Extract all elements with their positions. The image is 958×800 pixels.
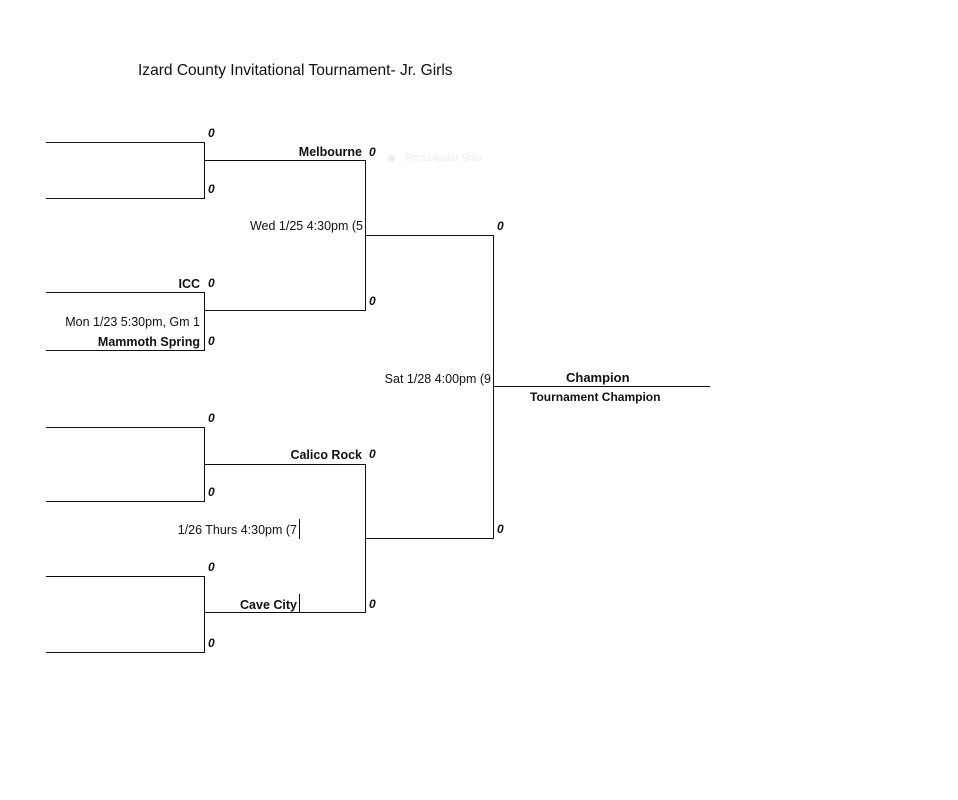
- snip-overlay: Rectangular Snip: [380, 149, 555, 169]
- bracket-line: [204, 427, 205, 502]
- r1-game-d-top-score: 0: [208, 560, 215, 574]
- bracket-line: [205, 464, 366, 465]
- bracket-line: [46, 501, 205, 502]
- r1-game-b-bottom-score: 0: [208, 334, 215, 348]
- bracket-line: [366, 235, 494, 236]
- bracket-line: [204, 142, 205, 199]
- team-calico-rock: Calico Rock: [290, 448, 362, 462]
- r1-game-a-top-score: 0: [208, 126, 215, 140]
- final-bottom-score: 0: [497, 522, 504, 536]
- r2-mid-score: 0: [369, 294, 376, 308]
- bracket-line: [299, 594, 300, 612]
- page-title: Izard County Invitational Tournament- Jr…: [138, 62, 453, 79]
- bracket-line: [493, 386, 710, 387]
- r1-game-b-top-score: 0: [208, 276, 215, 290]
- r2-top-score: 0: [369, 145, 376, 159]
- r1-game-c-bottom-score: 0: [208, 485, 215, 499]
- r2-last-score: 0: [369, 597, 376, 611]
- final-top-score: 0: [497, 219, 504, 233]
- final-schedule: Sat 1/28 4:00pm (9: [384, 372, 491, 386]
- bracket-line: [46, 652, 205, 653]
- bracket-line: [205, 612, 366, 613]
- bracket-line: [46, 350, 205, 351]
- bracket-line: [205, 310, 366, 311]
- team-mammoth-spring: Mammoth Spring: [97, 335, 200, 349]
- bracket-line: [204, 292, 205, 351]
- bracket-line: [365, 160, 366, 311]
- bracket-line: [46, 576, 205, 577]
- r1-game-d-bottom-score: 0: [208, 636, 215, 650]
- snip-label: Rectangular Snip: [405, 153, 482, 164]
- bracket-line: [493, 235, 494, 539]
- bracket-line: [204, 576, 205, 653]
- bracket-line: [365, 464, 366, 613]
- bracket-line: [46, 142, 205, 143]
- bracket-line: [366, 538, 494, 539]
- snip-icon: [388, 154, 395, 162]
- r2-bottom-schedule: 1/26 Thurs 4:30pm (7: [177, 523, 297, 537]
- team-melbourne: Melbourne: [298, 145, 362, 159]
- r1-game-b-schedule: Mon 1/23 5:30pm, Gm 1: [65, 315, 200, 329]
- r2-bottom-score: 0: [369, 447, 376, 461]
- r1-game-a-bottom-score: 0: [208, 182, 215, 196]
- bracket-line: [46, 198, 205, 199]
- bracket-line: [46, 292, 205, 293]
- bracket-line: [205, 160, 366, 161]
- champion-label: Champion: [566, 370, 630, 385]
- team-cave-city: Cave City: [240, 598, 297, 612]
- r2-top-schedule: Wed 1/25 4:30pm (5: [249, 219, 363, 233]
- team-icc: ICC: [178, 277, 200, 291]
- champion-sublabel: Tournament Champion: [530, 390, 661, 404]
- bracket-line: [46, 427, 205, 428]
- r1-game-c-top-score: 0: [208, 411, 215, 425]
- bracket-line: [299, 519, 300, 539]
